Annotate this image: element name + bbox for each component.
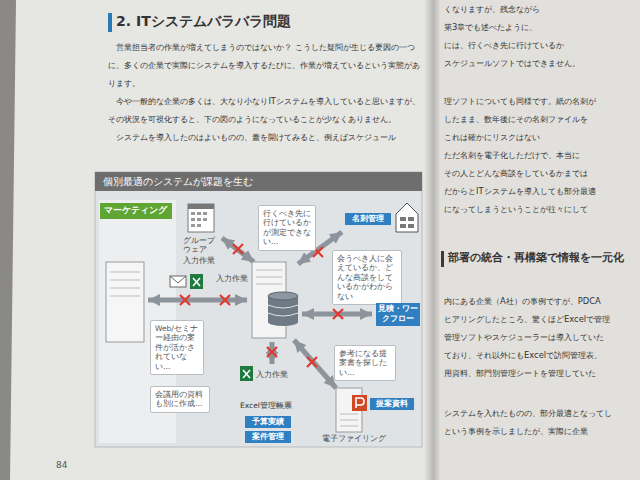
body-text-line: ヒアリングしたところ、驚くほどExcelで管理 — [444, 314, 610, 324]
box-text: Web/セミナー経由の案件が活かされていない… — [155, 324, 199, 371]
body-text-line: システムを入れたものの、部分最適となってし — [444, 408, 612, 418]
body-text-line: その人とどんな商談をしているかまでは — [444, 168, 588, 178]
body-text-line: 理ソフトについても同様です。紙の名刺が — [444, 96, 596, 106]
body-text-line: になってしまうということが往々にして — [444, 204, 588, 214]
page-number: 84 — [56, 460, 67, 471]
body-paragraph: 営業担当者の作業が増えてしまうのではないか？ こうした疑問が生じる要因の一つに、… — [108, 38, 426, 92]
icon-label: 電子ファイリング — [322, 434, 386, 443]
callout-box: 会議用の資料も別に作成… — [150, 386, 210, 413]
box-text: 会議用の資料も別に作成… — [155, 390, 205, 409]
body-text-line: だからとITシステムを導入しても部分最適 — [444, 186, 596, 196]
icon-label: Excel管理帳票 — [240, 401, 292, 410]
body-text-line: スケジュールソフトではできません。 — [444, 58, 580, 68]
diagram-title: 個別最適のシステムが課題を生む — [103, 172, 253, 191]
box-text: マーケティング — [104, 205, 168, 217]
callout-box: 参考になる提案書を探したい… — [334, 345, 396, 381]
callout-box: Web/セミナー経由の案件が活かされていない… — [150, 320, 204, 375]
system-label: 予算実績 — [245, 416, 291, 428]
callout-box: 行くべき先に行けているかが測定できない… — [258, 205, 316, 251]
body-text-line: したまま、数年後にその名刺ファイルを — [444, 114, 588, 124]
box-text: 行くべき先に行けているかが測定できない… — [263, 209, 311, 247]
box-text: 提案資料 — [372, 399, 412, 409]
body-column: 営業担当者の作業が増えてしまうのではないか？ こうした疑問が生じる要因の一つに、… — [108, 38, 426, 146]
section-heading: 2. ITシステムバラバラ問題 — [116, 13, 291, 30]
box-text: 会うべき人に会えているか、どんな商談をしているかがわからない — [337, 254, 397, 301]
body-text-line: ており、それ以外にもExcelで訪問管理表、 — [444, 350, 602, 360]
section-heading: 部署の統合・再構築で情報を一元化 — [448, 251, 624, 264]
body-text-line: という事例を示しましたが、実際に企業 — [444, 426, 588, 436]
box-text: 見積・ワークフロー — [378, 304, 418, 325]
body-text-line: 管理ソフトやスケジューラーは導入していた — [444, 332, 604, 342]
body-text-line: くなりますが、残念ながら — [444, 4, 540, 14]
box-text: 予算実績 — [247, 417, 289, 427]
system-label: 見積・ワークフロー — [376, 303, 420, 326]
body-text-line: 用資料、部門別管理シートを管理していた — [444, 368, 596, 378]
box-text: 案件管理 — [247, 432, 289, 442]
group-header: マーケティング — [100, 203, 172, 219]
system-label: 名刺管理 — [345, 213, 391, 225]
icon-label: グループウェア — [183, 236, 219, 254]
body-paragraph: システムを導入したのはよいものの、蓋を開けてみると、例えばスケジュール — [108, 128, 426, 146]
body-text-line: には、行くべき先に行けているか — [444, 40, 564, 50]
icon-label: 入力作業 — [216, 274, 248, 283]
body-text-line: ただ名刺を電子化しただけで、本当に — [444, 150, 580, 160]
box-text: 名刺管理 — [347, 214, 389, 224]
box-text: 参考になる提案書を探したい… — [339, 349, 391, 377]
body-text-line: 内にある企業（A社）の事例ですが、PDCA — [444, 296, 601, 306]
icon-label: 入力作業 — [256, 370, 288, 379]
body-text-line: 第3章でも述べたように、 — [444, 22, 537, 32]
system-label: 提案資料 — [370, 398, 414, 410]
system-label: 案件管理 — [245, 431, 291, 443]
body-paragraph: 今や一般的な企業の多くは、大なり小なりITシステムを導入していると思いますが、そ… — [108, 92, 426, 128]
callout-box: 会うべき人に会えているか、どんな商談をしているかがわからない — [332, 250, 402, 305]
icon-label: 入力作業 — [183, 256, 215, 265]
body-text-line: これは確かにリスクはない — [444, 132, 540, 142]
